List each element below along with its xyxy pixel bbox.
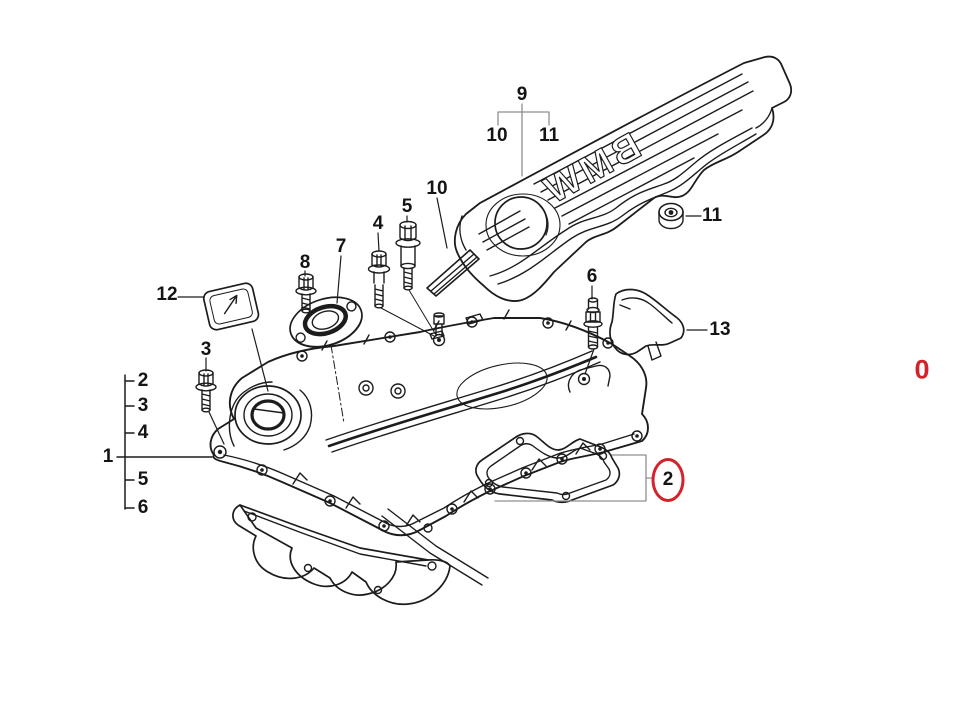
callout-bracket-lines (494, 103, 654, 502)
callout-2-highlighted[interactable]: 2 (651, 458, 685, 502)
callout-10[interactable]: 10 (426, 178, 448, 199)
bracket-part-13 (609, 288, 685, 361)
callout-3[interactable]: 3 (137, 395, 149, 416)
leader-lines (116, 197, 708, 510)
gasket-ring-part-7 (289, 296, 363, 348)
callout-7[interactable]: 7 (335, 236, 347, 257)
bolt-part-5 (395, 220, 421, 291)
bolt-part-3 (195, 369, 217, 413)
valve-cover-part-1 (209, 309, 649, 537)
callout-9[interactable]: 9 (516, 84, 528, 105)
stud-part-6 (583, 297, 603, 350)
bolt-part-8 (295, 273, 317, 314)
callout-12[interactable]: 12 (156, 284, 178, 305)
callout-3[interactable]: 3 (200, 339, 212, 360)
callout-5[interactable]: 5 (137, 469, 149, 490)
callout-1[interactable]: 1 (102, 446, 114, 467)
oil-can-icon (223, 294, 238, 315)
callout-11[interactable]: 11 (538, 125, 560, 146)
gasket-part-2-front (232, 504, 489, 606)
gasket-part-2-loop (475, 432, 621, 504)
callout-6[interactable]: 6 (586, 266, 598, 287)
bolt-part-4 (367, 250, 391, 309)
callout-11[interactable]: 11 (701, 205, 723, 226)
callout-13[interactable]: 13 (709, 319, 731, 340)
grommet-part-11 (658, 202, 684, 230)
callout-6[interactable]: 6 (137, 497, 149, 518)
filler-cap-part-12 (202, 282, 260, 331)
callout-8[interactable]: 8 (299, 252, 311, 273)
callout-4[interactable]: 4 (372, 213, 384, 234)
bracket-9-10-11 (497, 103, 550, 177)
callout-4[interactable]: 4 (137, 422, 149, 443)
callout-10[interactable]: 10 (486, 125, 508, 146)
cover-bolt-holes (213, 316, 643, 532)
trim-strip-part-10 (426, 249, 480, 297)
callout-2[interactable]: 2 (137, 370, 149, 391)
callout-5[interactable]: 5 (401, 196, 413, 217)
bracket-2 (494, 454, 654, 502)
engine-acoustic-cover: BMW (453, 55, 793, 302)
